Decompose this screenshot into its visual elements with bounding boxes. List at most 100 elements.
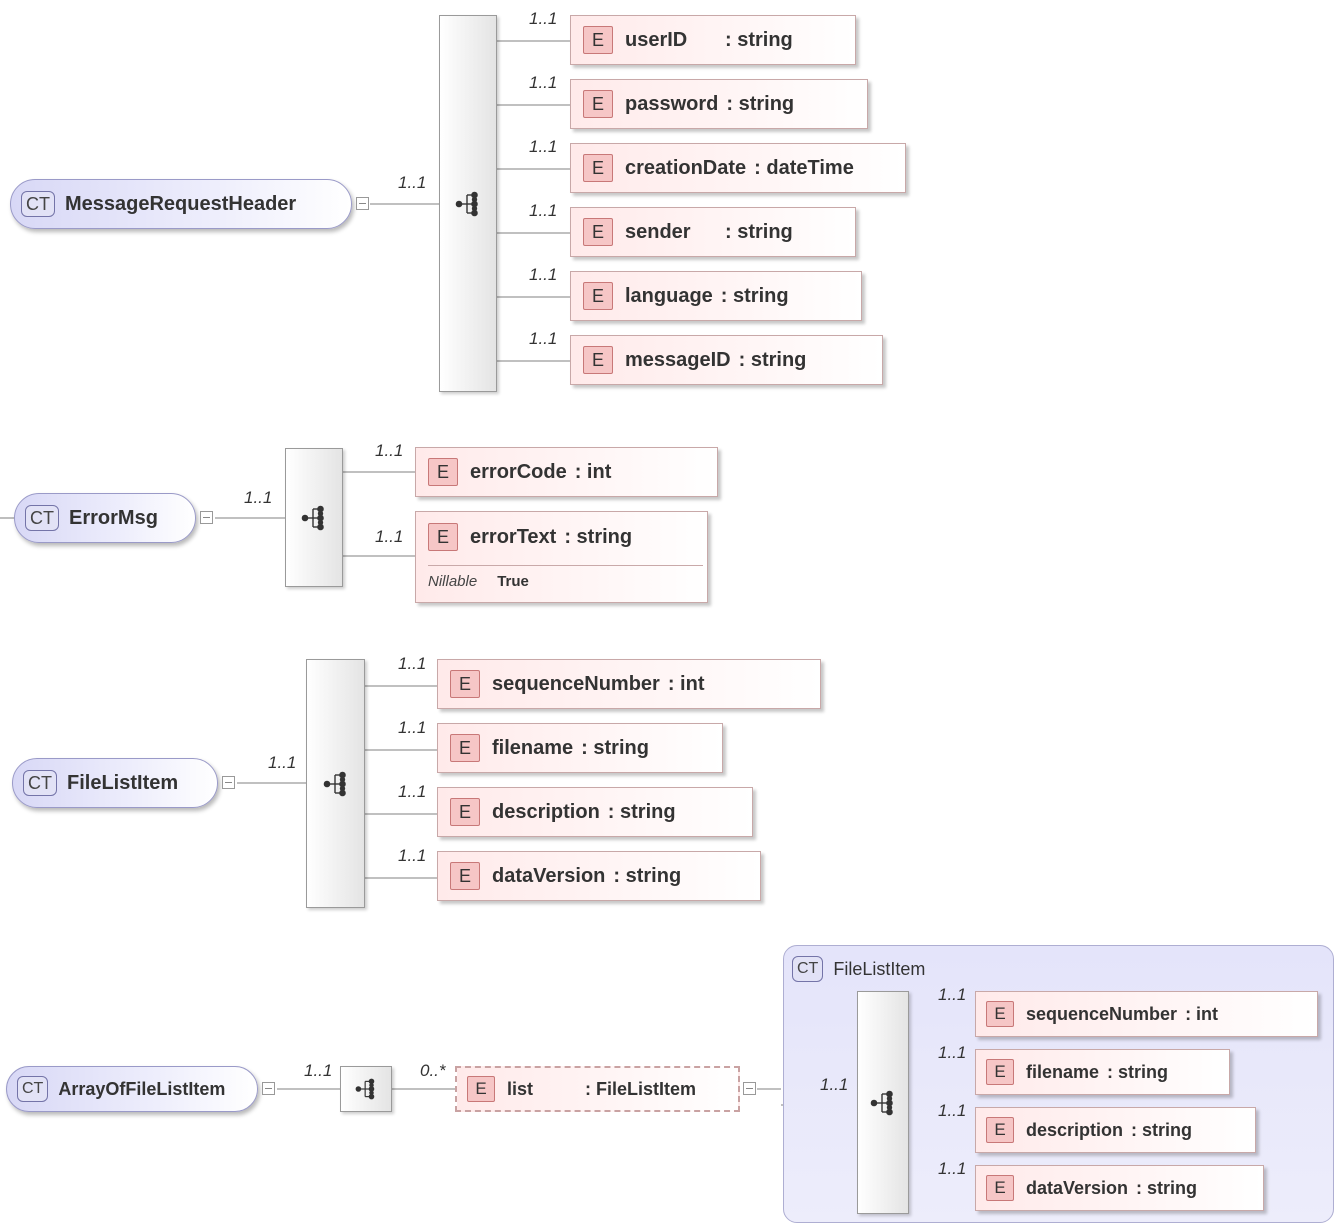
element-name: messageID: [625, 348, 731, 371]
cardinality-label: 1..1: [820, 1075, 849, 1094]
element-name: errorCode: [470, 460, 567, 483]
element-description[interactable]: E description : string: [437, 787, 753, 837]
complex-type-name: FileListItem: [67, 771, 179, 794]
cardinality-label: 1..1: [398, 654, 427, 673]
element-message-id[interactable]: E messageID : string: [570, 335, 883, 385]
element-type: : string: [607, 800, 676, 823]
element-type: : string: [720, 284, 789, 307]
element-badge: E: [450, 670, 480, 698]
element-type: : string: [738, 348, 807, 371]
sequence-icon: [301, 505, 324, 530]
element-type: : string: [564, 525, 633, 548]
collapse-toggle[interactable]: [743, 1082, 756, 1095]
complex-type-badge: CT: [17, 1076, 49, 1102]
element-badge: E: [986, 1059, 1014, 1085]
element-badge: E: [583, 282, 613, 310]
element-badge: E: [450, 734, 480, 762]
property-key: Nillable: [428, 572, 478, 590]
element-type: : dateTime: [754, 156, 854, 179]
nested-panel-title: FileListItem: [833, 958, 926, 979]
element-language[interactable]: E language : string: [570, 271, 862, 321]
collapse-toggle[interactable]: [200, 511, 213, 524]
cardinality-label: 1..1: [304, 1061, 333, 1080]
cardinality-label: 1..1: [398, 173, 427, 192]
cardinality-label: 1..1: [398, 846, 427, 865]
element-name: sequenceNumber: [1026, 1003, 1178, 1024]
complex-type-badge: CT: [21, 191, 55, 217]
complex-type-badge: CT: [23, 770, 57, 796]
element-type: : string: [1107, 1061, 1169, 1082]
element-error-text[interactable]: E errorText : string Nillable True: [415, 511, 708, 603]
element-name: description: [1026, 1119, 1124, 1140]
element-name: errorText: [470, 525, 557, 548]
element-type: : int: [1185, 1003, 1219, 1024]
element-description[interactable]: E description : string: [975, 1107, 1256, 1153]
cardinality-label: 1..1: [529, 329, 558, 348]
element-type: : FileListItem: [585, 1078, 697, 1099]
cardinality-label: 1..1: [375, 527, 404, 546]
sequence-compositor[interactable]: [285, 448, 343, 587]
element-type: : int: [667, 672, 705, 695]
element-data-version[interactable]: E dataVersion : string: [975, 1165, 1264, 1211]
cardinality-label: 1..1: [938, 1043, 967, 1062]
sequence-icon: [323, 771, 346, 796]
element-type: : string: [613, 864, 682, 887]
property-value: True: [497, 572, 529, 590]
element-sequence-number[interactable]: E sequenceNumber : int: [437, 659, 821, 709]
element-filename[interactable]: E filename : string: [437, 723, 723, 773]
complex-type-message-request-header[interactable]: CT MessageRequestHeader: [10, 179, 352, 229]
element-sequence-number[interactable]: E sequenceNumber : int: [975, 991, 1318, 1037]
sequence-compositor[interactable]: [306, 659, 365, 908]
element-type: : string: [1136, 1177, 1198, 1198]
element-type: : string: [725, 220, 793, 243]
element-badge: E: [467, 1076, 495, 1102]
cardinality-label: 1..1: [938, 1101, 967, 1120]
cardinality-label: 1..1: [529, 137, 558, 156]
sequence-icon: [355, 1078, 375, 1100]
complex-type-file-list-item[interactable]: CT FileListItem: [12, 758, 218, 808]
element-error-code[interactable]: E errorCode : int: [415, 447, 718, 497]
collapse-toggle[interactable]: [222, 776, 235, 789]
element-user-id[interactable]: E userID : string: [570, 15, 856, 65]
complex-type-name: MessageRequestHeader: [65, 192, 297, 215]
element-type: : int: [574, 460, 612, 483]
sequence-compositor[interactable]: [439, 15, 497, 392]
cardinality-label: 1..1: [268, 753, 297, 772]
sequence-compositor[interactable]: [857, 991, 909, 1214]
element-list[interactable]: E list : FileListItem: [455, 1066, 740, 1112]
sequence-icon: [455, 191, 478, 216]
collapse-toggle[interactable]: [356, 197, 369, 210]
cardinality-label: 1..1: [938, 1159, 967, 1178]
cardinality-label: 1..1: [529, 73, 558, 92]
element-badge: E: [428, 523, 458, 551]
cardinality-label: 1..1: [529, 9, 558, 28]
cardinality-label: 0..*: [420, 1061, 446, 1080]
element-name: description: [492, 800, 600, 823]
element-sender[interactable]: E sender : string: [570, 207, 856, 257]
element-badge: E: [583, 154, 613, 182]
sequence-compositor[interactable]: [340, 1066, 392, 1112]
complex-type-badge: CT: [792, 956, 824, 982]
element-creation-date[interactable]: E creationDate : dateTime: [570, 143, 906, 193]
element-badge: E: [450, 862, 480, 890]
element-filename[interactable]: E filename : string: [975, 1049, 1230, 1095]
complex-type-array-of-file-list-item[interactable]: CT ArrayOfFileListItem: [6, 1066, 258, 1112]
complex-type-error-msg[interactable]: CT ErrorMsg: [14, 493, 196, 543]
element-badge: E: [450, 798, 480, 826]
cardinality-label: 1..1: [938, 985, 967, 1004]
collapse-toggle[interactable]: [262, 1082, 275, 1095]
element-badge: E: [986, 1001, 1014, 1027]
element-password[interactable]: E password : string: [570, 79, 868, 129]
element-name: list: [507, 1078, 534, 1099]
element-name: creationDate: [625, 156, 747, 179]
cardinality-label: 1..1: [398, 718, 427, 737]
cardinality-label: 1..1: [244, 488, 273, 507]
element-name: sequenceNumber: [492, 672, 660, 695]
element-badge: E: [986, 1117, 1014, 1143]
element-type: : string: [726, 92, 795, 115]
cardinality-label: 1..1: [398, 782, 427, 801]
element-data-version[interactable]: E dataVersion : string: [437, 851, 761, 901]
element-name: filename: [1026, 1061, 1100, 1082]
element-property: Nillable True: [428, 566, 529, 596]
element-name: dataVersion: [1026, 1177, 1129, 1198]
